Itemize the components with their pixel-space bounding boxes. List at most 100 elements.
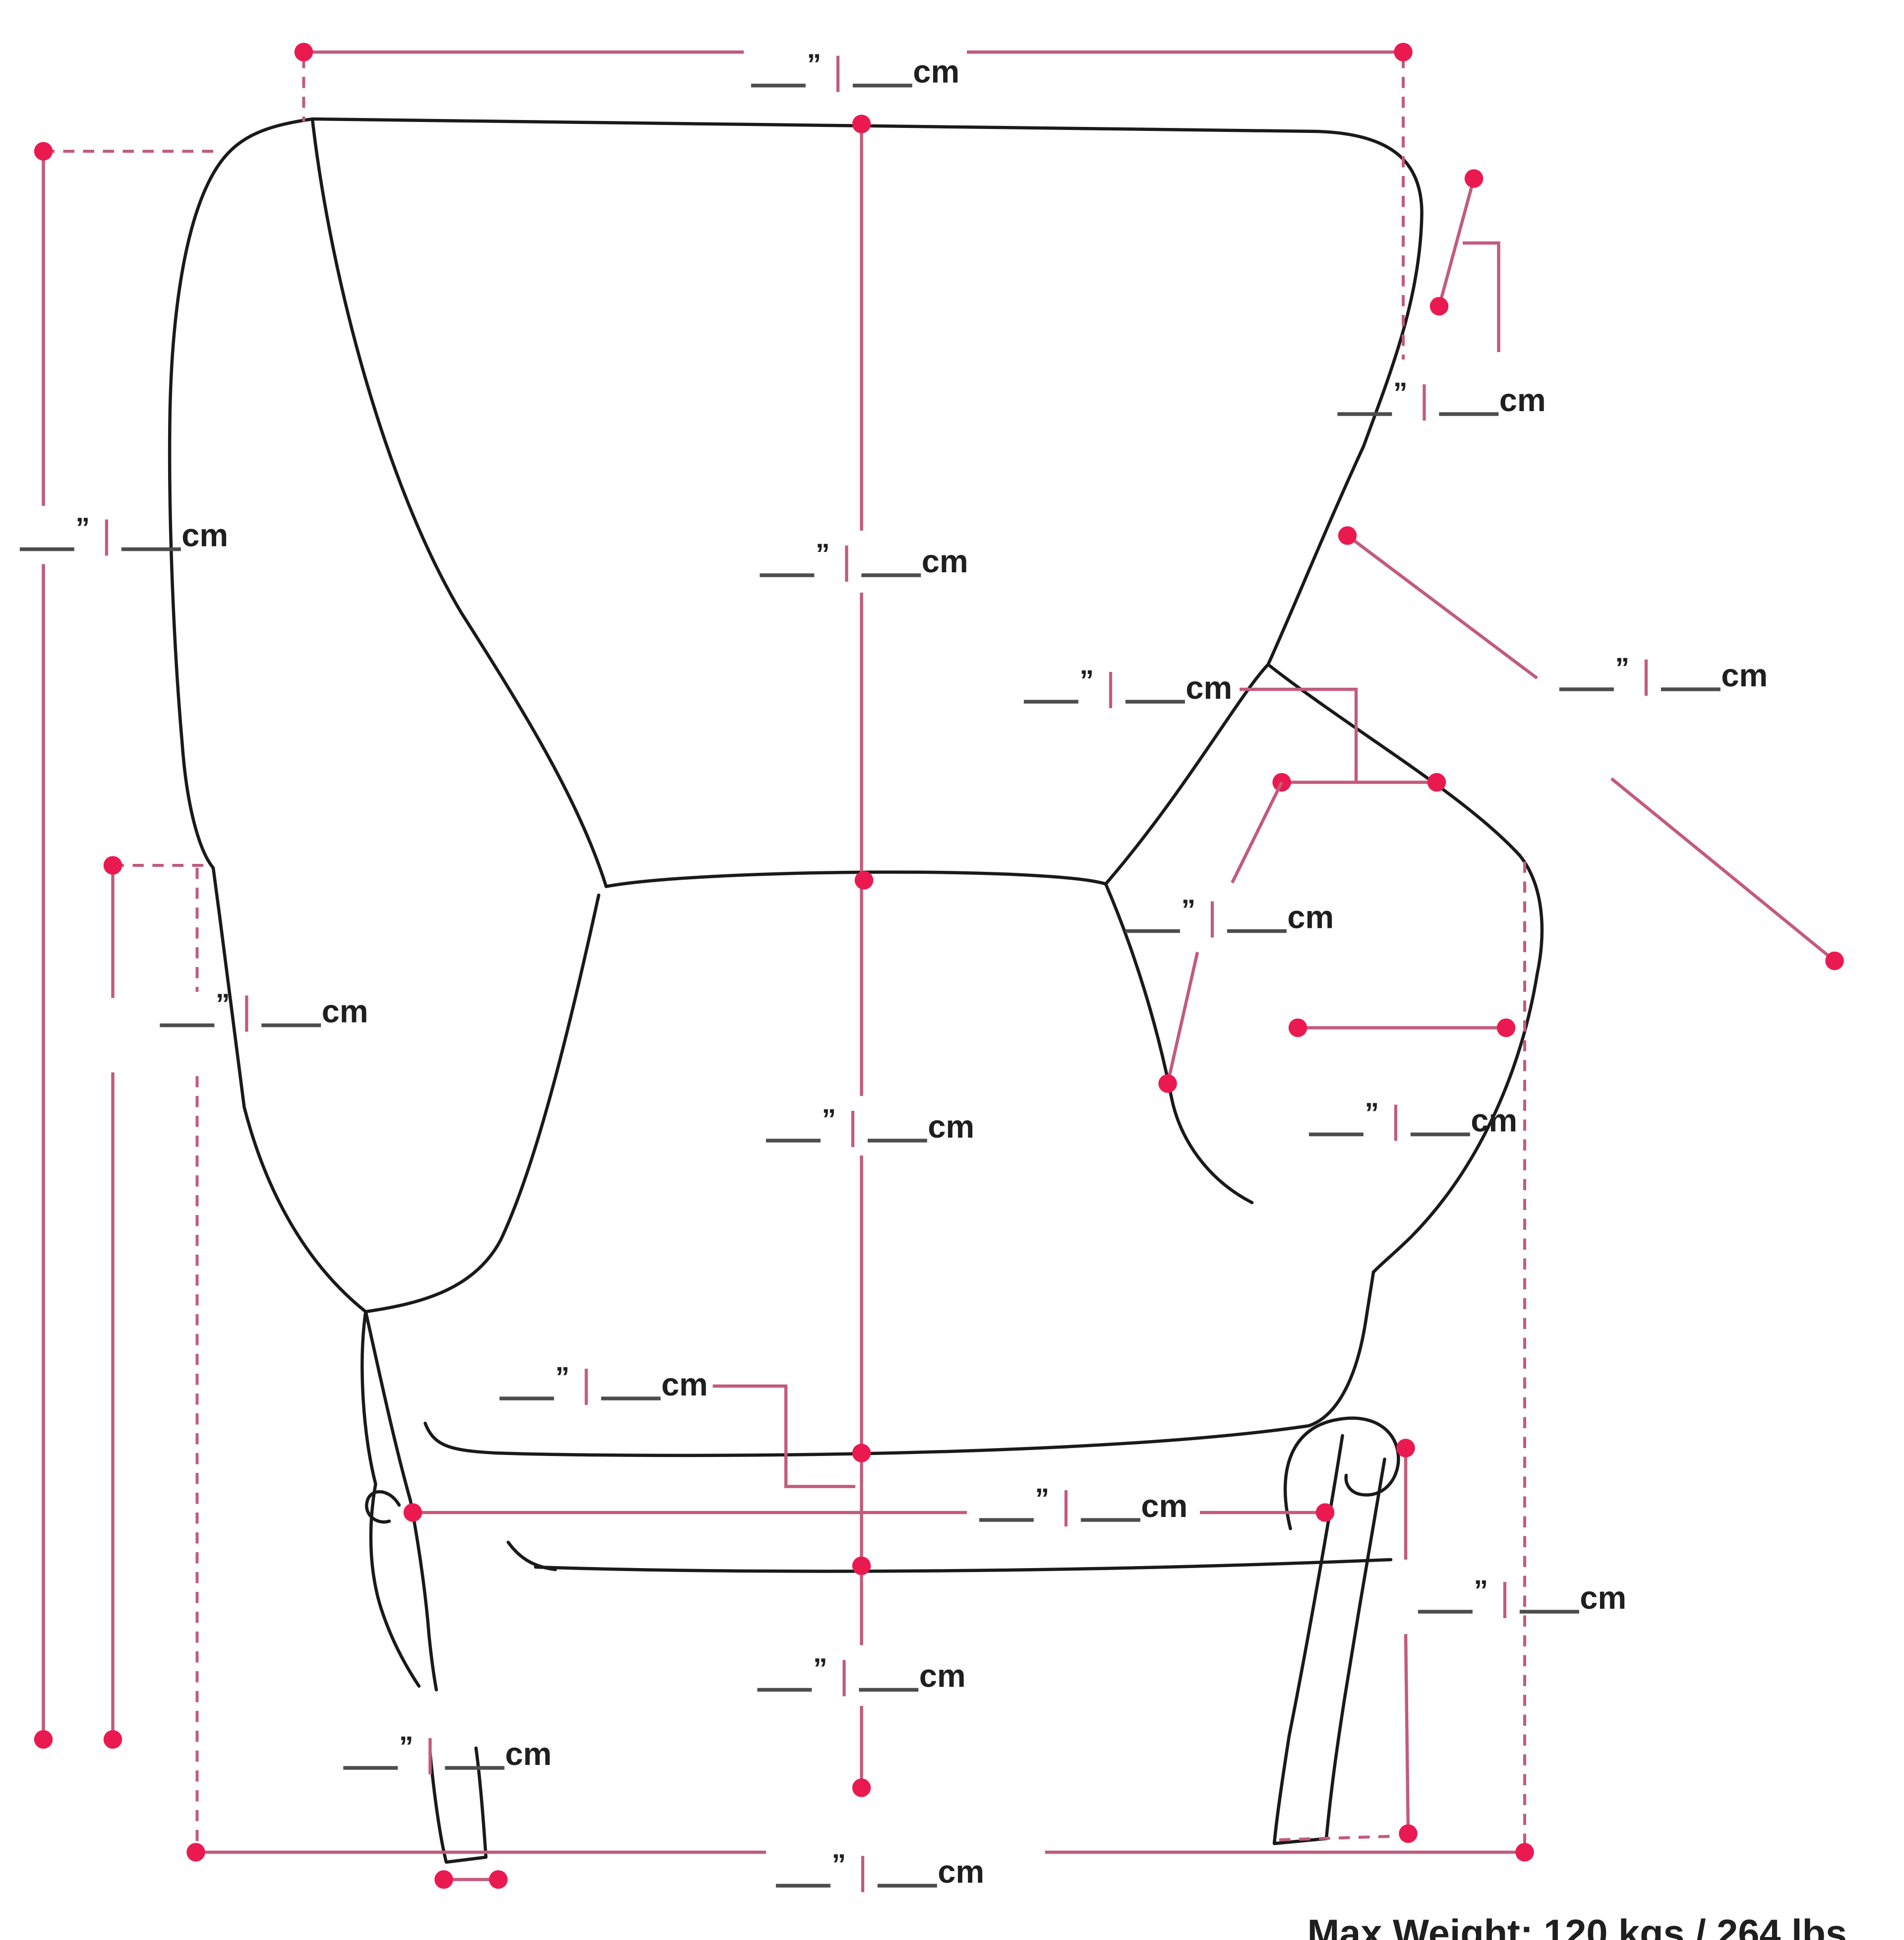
cm-unit: cm — [1580, 1578, 1627, 1616]
label-separator: | — [1207, 894, 1218, 938]
inches-mark: ” — [1474, 1574, 1489, 1606]
cm-unit: cm — [913, 53, 960, 90]
cm-unit: cm — [505, 1735, 552, 1772]
front-left-foot — [428, 1746, 488, 1864]
inches-mark: ” — [832, 1848, 847, 1880]
inches-mark: ” — [1365, 1096, 1380, 1129]
dim-rear-leg-height-line — [1279, 1439, 1418, 1843]
front-left-leg-inner — [409, 1498, 438, 1692]
cm-blank — [261, 1021, 321, 1028]
inches-blank — [499, 1394, 554, 1400]
backrest-left-seam — [310, 117, 463, 614]
dim-headrest-thickness-line — [1429, 169, 1500, 352]
left-arm-scroll-left — [360, 1310, 377, 1486]
cm-unit: cm — [1186, 668, 1233, 706]
inches-blank — [1559, 685, 1614, 691]
dim-label-seat-back-height: ” | cm — [766, 1103, 974, 1149]
cm-blank — [1660, 685, 1720, 691]
cm-blank — [852, 81, 912, 88]
dim-label-seat-height: ”|cm — [499, 1361, 708, 1407]
inches-mark: ” — [1181, 893, 1196, 926]
cm-blank — [120, 545, 180, 551]
cm-blank — [1125, 697, 1185, 704]
inches-mark: ” — [822, 1102, 837, 1135]
rear-left-leg-stub — [506, 1540, 557, 1572]
label-separator: | — [101, 512, 113, 556]
cm-blank — [877, 1881, 937, 1888]
cm-unit: cm — [1721, 656, 1768, 694]
seat-back-ridge — [604, 870, 1108, 888]
dim-overall-height-line — [34, 142, 217, 1749]
label-separator: | — [425, 1731, 436, 1775]
cm-unit: cm — [1471, 1101, 1518, 1139]
inches-mark: ” — [813, 1652, 828, 1685]
front-left-leg-outer — [369, 1482, 421, 1688]
label-separator: | — [1105, 665, 1117, 709]
cm-unit: cm — [1141, 1487, 1188, 1524]
dim-label-headrest-thickness: ”|cm — [1337, 376, 1546, 423]
dim-front-leg-spacing-line — [403, 1503, 1335, 1522]
dim-lumbar-width-line — [1240, 687, 1446, 792]
max-weight-note: Max Weight: 120 kgs / 264 lbs — [1307, 1912, 1847, 1940]
cm-unit: cm — [1287, 898, 1334, 936]
dim-label-armrest-width: ” | cm — [1309, 1096, 1517, 1143]
inches-blank — [766, 1136, 821, 1143]
front-right-leg-curl — [1283, 1416, 1400, 1530]
dim-central-heights-line — [852, 115, 874, 1797]
dim-arm-height-line — [103, 856, 205, 1847]
label-separator: | — [1499, 1575, 1511, 1619]
inches-mark: ” — [555, 1360, 570, 1393]
inches-blank — [979, 1516, 1034, 1522]
cm-blank — [1519, 1607, 1579, 1614]
cm-blank — [444, 1763, 504, 1770]
rear-right-leg — [1272, 1434, 1386, 1845]
dim-overall-width-line — [294, 43, 1413, 360]
inches-mark: ” — [1079, 664, 1095, 696]
dim-label-front-leg-spacing: ”|cm — [979, 1482, 1188, 1528]
dimension-annotations — [34, 43, 1844, 1889]
left-outer-silhouette — [168, 117, 367, 1314]
label-separator: | — [841, 539, 852, 582]
cm-blank — [1410, 1130, 1470, 1137]
inches-blank — [19, 545, 74, 551]
inches-blank — [1023, 697, 1078, 704]
backrest-top-edge — [310, 117, 1424, 667]
dim-label-overall-height: ”|cm — [19, 511, 228, 557]
dim-foot-width-line — [434, 1870, 508, 1889]
cm-blank — [867, 1136, 927, 1143]
seat-apron — [423, 1270, 1375, 1457]
label-separator: | — [1419, 377, 1430, 421]
inches-mark: ” — [215, 987, 231, 1020]
cm-unit: cm — [928, 1107, 975, 1145]
cm-blank — [861, 571, 921, 577]
cm-unit: cm — [919, 1657, 966, 1695]
inches-blank — [160, 1021, 215, 1028]
dim-base-width-line — [186, 1843, 1534, 1862]
dim-label-front-leg-height: ”|cm — [343, 1730, 552, 1776]
left-arm-scroll-right — [364, 1310, 412, 1502]
label-separator: | — [241, 988, 252, 1032]
inches-mark: ” — [815, 537, 831, 570]
label-separator: | — [1641, 653, 1652, 696]
inches-blank — [775, 1881, 831, 1888]
label-separator: | — [839, 1653, 850, 1697]
inches-mark: ” — [807, 48, 822, 80]
inches-mark: ” — [1393, 376, 1408, 409]
front-left-leg-curl — [365, 1490, 401, 1524]
cm-blank — [1080, 1516, 1140, 1522]
right-outer-silhouette — [1266, 663, 1544, 1274]
label-separator: | — [847, 1104, 859, 1148]
cm-blank — [1438, 410, 1498, 416]
label-separator: | — [1390, 1097, 1402, 1142]
inches-blank — [1418, 1607, 1473, 1614]
inches-blank — [751, 81, 806, 88]
cm-unit: cm — [938, 1853, 985, 1890]
dim-label-rail-height: ” | cm — [757, 1652, 966, 1698]
inches-blank — [760, 571, 815, 577]
dim-backrest-diagonal-line — [1158, 782, 1283, 1093]
cm-blank — [600, 1394, 660, 1400]
inches-mark: ” — [1615, 651, 1630, 684]
dim-label-backrest-height: ”|cm — [760, 538, 968, 584]
cm-unit: cm — [321, 992, 368, 1030]
cm-blank — [1226, 927, 1286, 933]
